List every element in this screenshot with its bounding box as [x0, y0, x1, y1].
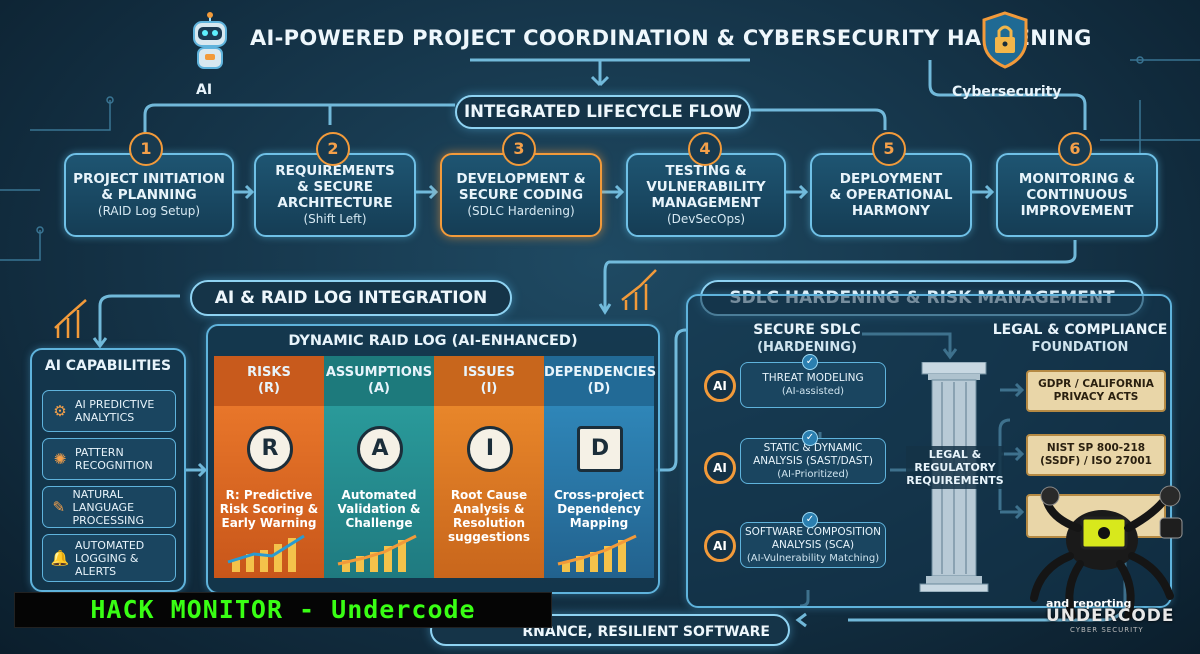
- secure-sdlc-subtitle: (HARDENING): [757, 340, 857, 355]
- raid-column-body: D Cross-project Dependency Mapping: [544, 406, 654, 578]
- undercode-logo-text: UNDERCODE: [1046, 606, 1175, 626]
- stage-subtitle: (RAID Log Setup): [97, 204, 201, 218]
- sdlc-item-title: STATIC & DYNAMIC ANALYSIS (SAST/DAST): [753, 441, 873, 467]
- ai-capabilities-title: AI CAPABILITIES: [44, 358, 172, 374]
- legal-regulatory-label: LEGAL & REGULATORY REQUIREMENTS: [906, 446, 1004, 489]
- raid-column-issues: ISSUES (I) I Root Cause Analysis & Resol…: [434, 356, 544, 578]
- raid-column-description: Cross-project Dependency Mapping: [553, 488, 645, 530]
- sdlc-sca: SOFTWARE COMPOSITION ANALYSIS (SCA) (AI-…: [740, 522, 886, 568]
- legal-compliance-title: LEGAL & COMPLIANCE: [992, 322, 1168, 338]
- compliance-scroll-gdpr: GDPR / CALIFORNIA PRIVACY ACTS: [1026, 370, 1166, 412]
- raid-integration-title: AI & RAID LOG INTEGRATION: [190, 280, 512, 316]
- stage-number-badge: 1: [129, 132, 163, 166]
- assumption-letter-icon: A: [357, 426, 403, 472]
- robot-icon: [188, 12, 232, 72]
- sdlc-item-subtitle: (AI-assisted): [781, 386, 845, 397]
- raid-column-risks: RISKS (R) R R: Predictive Risk Scoring &…: [214, 356, 324, 578]
- hack-monitor-banner: HACK MONITOR - Undercode: [14, 592, 552, 628]
- capability-label: NATURAL LANGUAGE PROCESSING: [72, 487, 145, 527]
- capability-automated-logging: 🔔 AUTOMATED LOGGING & ALERTS: [42, 534, 176, 582]
- stage-subtitle: (Shift Left): [303, 212, 367, 226]
- stage-number-badge: 5: [872, 132, 906, 166]
- stage-number-badge: 3: [502, 132, 536, 166]
- dependency-letter-icon: D: [577, 426, 623, 472]
- cybersecurity-label: Cybersecurity: [952, 84, 1062, 100]
- stage-number-badge: 2: [316, 132, 350, 166]
- stage-number-badge: 6: [1058, 132, 1092, 166]
- secure-sdlc-title: SECURE SDLC: [753, 322, 861, 338]
- risk-letter-icon: R: [247, 426, 293, 472]
- stage-subtitle: (DevSecOps): [667, 212, 745, 226]
- capability-pattern-recognition: ✺ PATTERN RECOGNITION: [42, 438, 176, 480]
- raid-column-dependencies: DEPENDENCIES (D) D Cross-project Depende…: [544, 356, 656, 578]
- stage-title: PROJECT INITIATION & PLANNING: [73, 171, 225, 203]
- raid-column-description: Automated Validation & Challenge: [337, 488, 421, 530]
- stage-6-monitoring: MONITORING & CONTINUOUS IMPROVEMENT: [996, 153, 1158, 237]
- capability-label: PATTERN RECOGNITION: [75, 446, 153, 472]
- stage-4-testing: TESTING & VULNERABILITY MANAGEMENT (DevS…: [626, 153, 786, 237]
- raid-column-body: R R: Predictive Risk Scoring & Early War…: [214, 406, 324, 578]
- shield-lock-icon: [980, 10, 1030, 70]
- sdlc-item-subtitle: (AI-Prioritized): [777, 468, 849, 480]
- capability-nlp: ✎ NATURAL LANGUAGE PROCESSING: [42, 486, 176, 528]
- stage-title: MONITORING & CONTINUOUS IMPROVEMENT: [1018, 171, 1136, 219]
- compliance-scroll-nist: NIST SP 800-218 (SSDF) / ISO 27001: [1026, 434, 1166, 476]
- stage-title: REQUIREMENTS & SECURE ARCHITECTURE: [275, 163, 395, 211]
- stage-title: DEPLOYMENT & OPERATIONAL HARMONY: [829, 171, 953, 219]
- raid-log-panel: DYNAMIC RAID LOG (AI-ENHANCED) RISKS (R)…: [206, 324, 660, 594]
- raid-column-header: DEPENDENCIES (D): [544, 356, 656, 406]
- issue-letter-icon: I: [467, 426, 513, 472]
- stage-title: DEVELOPMENT & SECURE CODING: [456, 171, 586, 203]
- trend-chart-icon: [557, 534, 637, 572]
- sdlc-items-container: THREAT MODELING (AI-assisted) AI ✓ STATI…: [702, 354, 902, 590]
- ai-badge-icon: AI: [704, 530, 736, 562]
- stage-number-badge: 4: [688, 132, 722, 166]
- raid-log-title: DYNAMIC RAID LOG (AI-ENHANCED): [288, 333, 578, 349]
- pen-icon: ✎: [52, 498, 66, 516]
- page-title: AI-POWERED PROJECT COORDINATION & CYBERS…: [250, 26, 1092, 50]
- raid-column-header: ISSUES (I): [434, 356, 544, 406]
- raid-column-body: A Automated Validation & Challenge: [324, 406, 434, 578]
- bell-icon: 🔔: [50, 549, 70, 567]
- ai-badge-icon: AI: [704, 370, 736, 402]
- gear-icon: ⚙: [53, 402, 67, 420]
- capability-label: AUTOMATED LOGGING & ALERTS: [75, 538, 145, 578]
- raid-column-assumptions: ASSUMPTIONS (A) A Automated Validation &…: [324, 356, 434, 578]
- raid-column-header: ASSUMPTIONS (A): [324, 356, 434, 406]
- stage-title: TESTING & VULNERABILITY MANAGEMENT: [646, 163, 766, 211]
- check-icon: ✓: [802, 430, 818, 446]
- trend-chart-icon: [227, 534, 305, 572]
- stage-1-initiation: PROJECT INITIATION & PLANNING (RAID Log …: [64, 153, 234, 237]
- decor-chart-left: [54, 299, 87, 338]
- ai-badge-icon: AI: [704, 452, 736, 484]
- stage-2-requirements: REQUIREMENTS & SECURE ARCHITECTURE (Shif…: [254, 153, 416, 237]
- undercode-mascot-logo: [1020, 478, 1190, 628]
- lifecycle-flow-title: INTEGRATED LIFECYCLE FLOW: [455, 95, 751, 129]
- ai-capabilities-panel: AI CAPABILITIES ⚙ AI PREDICTIVE ANALYTIC…: [30, 348, 186, 592]
- sdlc-item-title: THREAT MODELING: [762, 372, 864, 384]
- lightbulb-icon: ✺: [53, 450, 67, 468]
- raid-column-body: I Root Cause Analysis & Resolution sugge…: [434, 406, 544, 578]
- trend-chart-icon: [337, 534, 417, 572]
- sdlc-item-title: SOFTWARE COMPOSITION ANALYSIS (SCA): [744, 525, 882, 551]
- sdlc-item-subtitle: (AI-Vulnerability Matching): [746, 552, 880, 564]
- stage-3-development: DEVELOPMENT & SECURE CODING (SDLC Harden…: [440, 153, 602, 237]
- sdlc-sast-dast: STATIC & DYNAMIC ANALYSIS (SAST/DAST) (A…: [740, 438, 886, 484]
- raid-column-description: R: Predictive Risk Scoring & Early Warni…: [219, 488, 319, 530]
- capability-label: AI PREDICTIVE ANALYTICS: [75, 398, 155, 424]
- stage-5-deployment: DEPLOYMENT & OPERATIONAL HARMONY: [810, 153, 972, 237]
- stage-subtitle: (SDLC Hardening): [467, 204, 575, 218]
- check-icon: ✓: [802, 512, 818, 528]
- partial-reporting-text: and reporting: [1046, 597, 1132, 610]
- ai-label: AI: [196, 82, 213, 98]
- check-icon: ✓: [802, 354, 818, 370]
- capability-predictive-analytics: ⚙ AI PREDICTIVE ANALYTICS: [42, 390, 176, 432]
- undercode-logo-subtext: CYBER SECURITY: [1070, 626, 1144, 634]
- raid-column-header: RISKS (R): [214, 356, 324, 406]
- legal-compliance-subtitle: FOUNDATION: [1031, 340, 1129, 355]
- raid-column-description: Root Cause Analysis & Resolution suggest…: [448, 488, 530, 544]
